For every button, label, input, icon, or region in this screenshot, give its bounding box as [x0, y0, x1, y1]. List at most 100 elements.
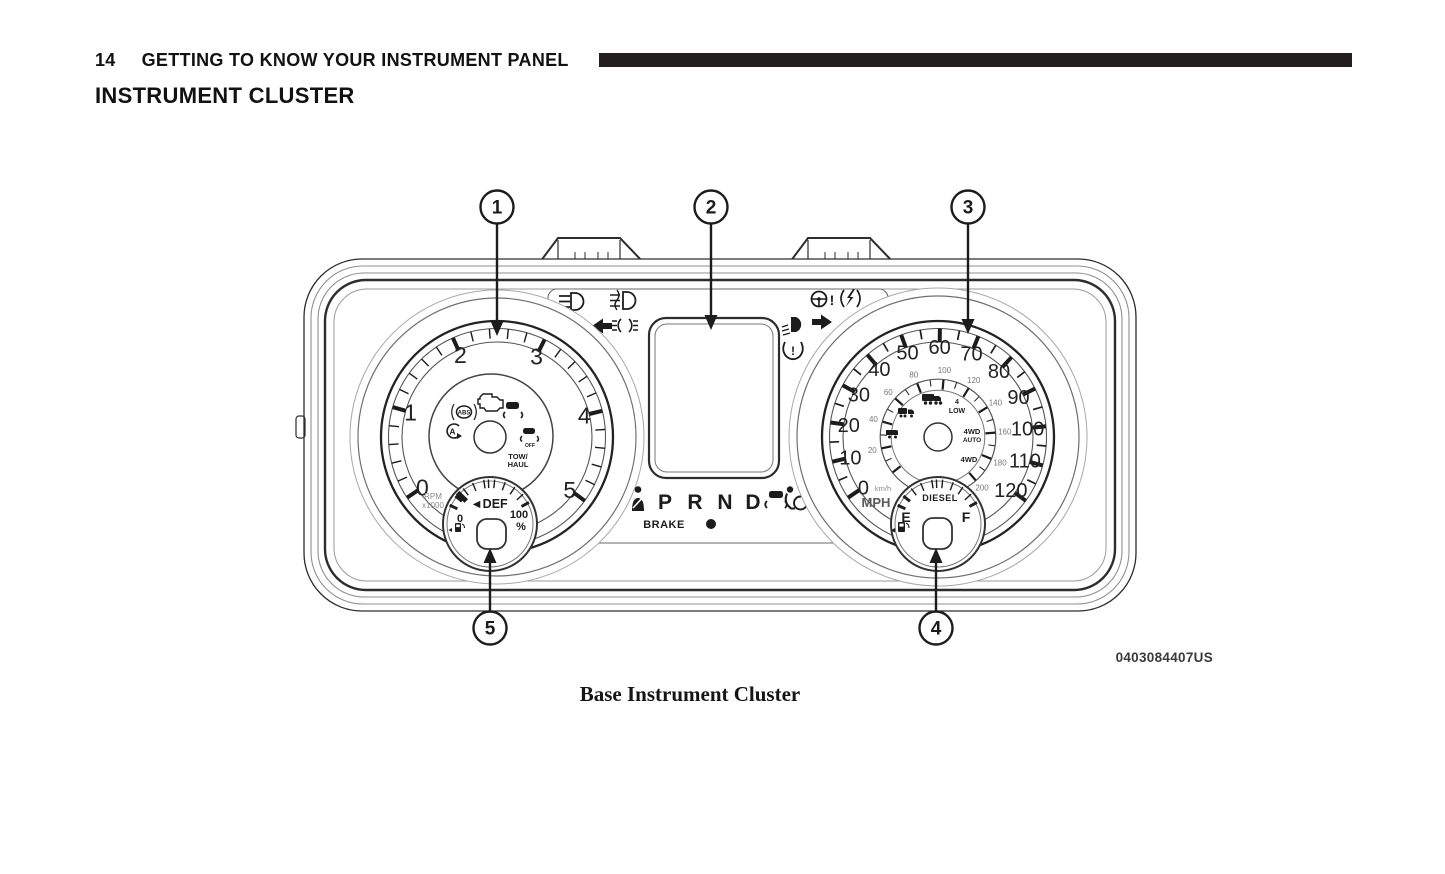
figure-code: 0403084407US [1115, 650, 1213, 665]
gauge-tick [829, 440, 840, 444]
tach-number: 3 [530, 343, 543, 369]
headlamp-level-icon [781, 317, 802, 336]
kmh-tick-ring [880, 379, 996, 482]
def-percent-label: % [516, 521, 526, 533]
section-title: INSTRUMENT CLUSTER [95, 83, 355, 108]
truck-icon [886, 430, 898, 439]
gauge-tick [595, 428, 606, 431]
gauge-tick [449, 503, 459, 511]
def-min-label: 0 [457, 513, 463, 525]
gauge-tick [483, 479, 486, 489]
gauge-tick [516, 493, 524, 501]
check-engine-icon [477, 393, 504, 412]
gauge-tick [391, 460, 402, 464]
gauge-tick [881, 445, 892, 450]
gauge-tick [578, 375, 588, 383]
gauge-tick [887, 408, 894, 413]
callout-3-arrow [961, 319, 975, 334]
kmh-number: 180 [993, 458, 1007, 467]
gauge-tick [1026, 479, 1037, 485]
callout-4-label: 4 [931, 619, 942, 640]
gauge-tick [957, 486, 964, 495]
callout-5: 5 [472, 548, 508, 646]
speedo-number: 70 [960, 344, 982, 366]
turn-right-icon [812, 314, 832, 330]
kmh-number: 40 [869, 415, 878, 424]
gauge-tick [585, 479, 595, 486]
gauge-tick [834, 402, 845, 408]
speedo-unit-primary: MPH [862, 495, 891, 510]
speedo-number: 100 [1011, 418, 1044, 440]
gauge-tick [974, 396, 980, 402]
trip-reset-knob[interactable] [473, 420, 507, 454]
gauge-tick [435, 346, 443, 356]
abs-warning-icon: ABS [451, 403, 477, 421]
page-number: 14 [95, 50, 116, 70]
fuel-gauge-knob[interactable] [922, 517, 953, 550]
gauge-tick [1032, 406, 1043, 411]
callout-4-arrow [929, 548, 943, 563]
def-label: ◄DEF [470, 497, 508, 511]
speedo-number: 40 [868, 359, 890, 381]
gear-letter-d: D [745, 491, 760, 514]
gear-letter-r: R [687, 491, 702, 514]
callout-5-arrow [483, 548, 497, 563]
tow-haul-label-line1: TOW/ [508, 452, 528, 461]
gauge-tick [1036, 444, 1047, 447]
header-rule-bar [599, 53, 1352, 67]
fuel-type-label: DIESEL [922, 493, 958, 503]
callout-2-label: 2 [706, 198, 717, 219]
gauge-tick [1032, 424, 1047, 430]
gauge-tick [392, 405, 407, 413]
gauge-tick [572, 491, 586, 503]
def-gauge-knob[interactable] [476, 518, 507, 550]
speedo-number: 60 [928, 337, 950, 359]
gauge-tick [462, 488, 469, 496]
callout-3-label: 3 [963, 198, 974, 219]
gauge-tick [1022, 386, 1036, 397]
auto-stop-label: A [449, 427, 455, 437]
gauge-tick [588, 408, 603, 416]
gear-letter-n: N [717, 491, 732, 514]
speedo-number: 30 [848, 384, 870, 406]
gauge-tick [990, 344, 997, 354]
speedo-unit-secondary: km/h [875, 484, 891, 493]
callouts: 1 2 3 4 [472, 189, 986, 646]
gauge-tick [1016, 371, 1026, 379]
fog-light-icon [610, 289, 637, 311]
gauge-tick [1000, 355, 1013, 369]
gauge-tick [916, 383, 922, 394]
tach-unit-line1: RPM [424, 492, 442, 501]
truck-trailer-icon [898, 408, 914, 418]
gauge-tick [405, 488, 420, 500]
callout-3: 3 [950, 189, 986, 334]
kmh-number: 100 [938, 366, 952, 375]
gauge-tick [897, 503, 907, 511]
kmh-number: 20 [868, 446, 877, 455]
def-max-label: 100 [510, 509, 528, 521]
kmh-number: 60 [884, 388, 893, 397]
gauge-tick [389, 425, 400, 428]
gauge-tick [493, 479, 496, 489]
gauge-tick [388, 443, 399, 446]
speedo-number: 110 [1009, 451, 1041, 473]
gauge-tick [949, 481, 954, 491]
gauge-tick [988, 444, 995, 447]
gauge-tick [421, 358, 430, 367]
kmh-number: 80 [909, 370, 918, 379]
tach-number: 4 [578, 403, 591, 429]
gauge-tick [941, 379, 945, 390]
gauge-tick [981, 453, 992, 460]
gauge-tick [397, 476, 408, 482]
callout-2: 2 [693, 189, 729, 330]
trip-select-knob[interactable] [923, 422, 953, 452]
gauge-tick [455, 490, 469, 503]
tach-tick-ring [388, 328, 606, 503]
gauge-tick [904, 389, 910, 396]
low-range-digit: 4 [955, 399, 959, 406]
callout-1-arrow [490, 321, 504, 336]
